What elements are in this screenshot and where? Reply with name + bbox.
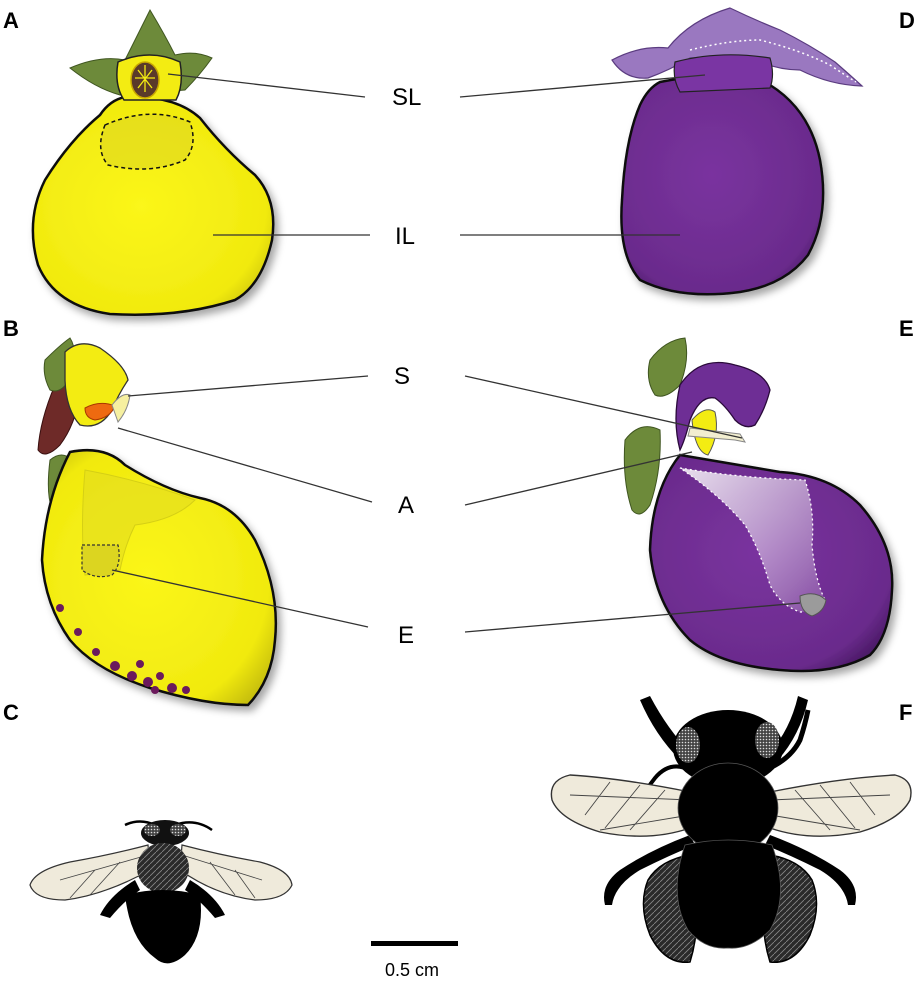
panel-b-entrance [82,545,119,577]
panel-d-flower [612,8,862,294]
panel-c-thorax [137,843,189,893]
panel-c-bee [30,820,292,963]
panel-f-eye-left [676,727,700,763]
panel-f-thorax [678,763,778,853]
panel-f-abdomen [677,840,780,948]
scale-bar-label: 0.5 cm [385,960,439,980]
panel-c-eye-left [144,824,160,836]
panel-letter-f: F [899,700,912,725]
panel-f-bee [551,696,911,962]
panel-e-flower [624,338,892,671]
scale-bar [371,941,458,946]
leader-s-left [128,376,368,396]
panel-b-stigma-orange [85,403,115,420]
panel-letter-a: A [3,8,19,33]
label-il: IL [395,223,415,250]
panel-c-eye-right [170,824,186,836]
panel-d-inferior-lip [621,77,823,295]
panel-a-dashed-region [101,114,193,169]
panel-letter-d: D [899,8,915,33]
label-a: A [398,492,414,519]
label-e: E [398,622,414,649]
label-s: S [394,363,410,390]
panel-letter-e: E [899,316,914,341]
panel-letter-c: C [3,700,19,725]
panel-a-flower [33,10,273,315]
panel-c-abdomen [125,890,201,963]
panel-e-sepal-low [624,427,660,514]
panel-f-eye-right [755,722,779,758]
label-sl: SL [392,84,421,111]
leader-sl-left [168,74,365,97]
panel-d-staminode [674,55,772,92]
panel-letter-b: B [3,316,19,341]
